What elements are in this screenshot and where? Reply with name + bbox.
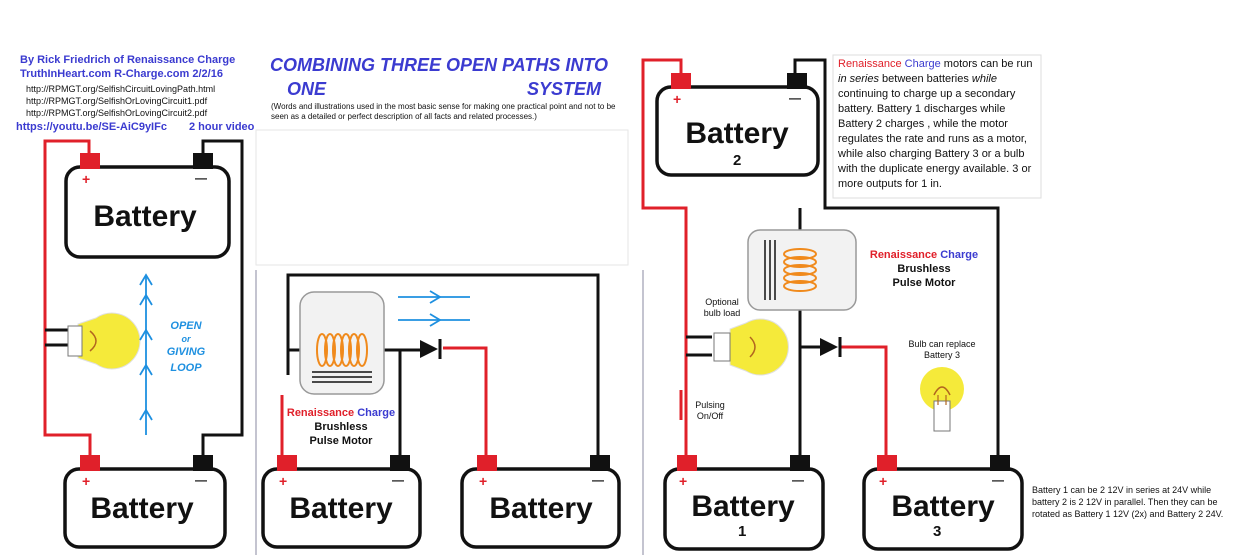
bulb-left xyxy=(67,312,141,370)
positive-terminal xyxy=(80,455,100,471)
battery-label: Battery xyxy=(685,117,789,150)
disclaimer: (Words and illustrations used in the mos… xyxy=(271,102,616,121)
bulb-replace-label: Bulb can replace Battery 3 xyxy=(908,339,976,360)
positive-terminal xyxy=(80,153,100,169)
negative-terminal xyxy=(990,455,1010,471)
credit-author: By Rick Friedrich of Renaissance Charge xyxy=(20,54,236,66)
footnote: Battery 1 can be 2 12V in series at 24V … xyxy=(1032,485,1224,519)
battery-2: + —Battery xyxy=(655,73,820,177)
battery-number-3: 3 xyxy=(933,523,942,540)
negative-terminal xyxy=(193,153,213,169)
minus-sign: — xyxy=(992,473,1004,487)
credit-sites: TruthInHeart.com R-Charge.com 2/2/16 xyxy=(20,68,223,80)
optional-bulb-label: Optional bulb load xyxy=(703,297,741,318)
minus-sign: — xyxy=(392,473,404,487)
negative-terminal xyxy=(193,455,213,471)
middle-wires xyxy=(280,273,600,462)
pulsing-label: Pulsing On/Off xyxy=(695,400,725,421)
battery-label: Battery xyxy=(489,492,593,525)
plus-sign: + xyxy=(82,171,90,187)
plus-sign: + xyxy=(879,473,887,489)
main-title-one: ONE xyxy=(287,79,327,99)
credit-link-1[interactable]: http://RPMGT.org/SelfishCircuitLovingPat… xyxy=(26,84,216,94)
description-box xyxy=(832,54,1042,199)
negative-terminal xyxy=(390,455,410,471)
description-text: Renaissance Charge motors can be run in … xyxy=(838,58,1033,190)
battery-number-1: 1 xyxy=(738,523,747,540)
positive-terminal xyxy=(477,455,497,471)
credit-youtube-link[interactable]: https://youtu.be/SE-AiC9yIFc xyxy=(16,121,167,133)
minus-sign: — xyxy=(789,91,801,105)
battery-label: Battery xyxy=(93,200,197,233)
negative-terminal xyxy=(790,455,810,471)
battery-bottom-left: + —Battery xyxy=(63,455,227,549)
main-title-line1: COMBINING THREE OPEN PATHS INTO xyxy=(270,55,609,75)
batteries: +—Battery+—Battery+—Battery+—Battery+—Ba… xyxy=(63,73,1024,551)
open-loop-arrows xyxy=(139,273,153,435)
battery-middle-left: + — Battery xyxy=(261,455,422,549)
positive-terminal xyxy=(277,455,297,471)
bulb-replace xyxy=(920,367,964,432)
minus-sign: — xyxy=(792,473,804,487)
battery-1: + — Battery xyxy=(663,455,825,551)
battery-3: + — Battery xyxy=(862,455,1024,551)
positive-terminal xyxy=(677,455,697,471)
positive-terminal xyxy=(877,455,897,471)
positive-terminal xyxy=(671,73,691,89)
battery-label: Battery xyxy=(691,490,795,523)
battery-middle-right: + — Battery xyxy=(460,455,621,549)
plus-sign: + xyxy=(679,473,687,489)
motor-right xyxy=(747,229,857,311)
credit-link-3[interactable]: http://RPMGT.org/SelfishOrLovingCircuit2… xyxy=(26,108,208,118)
bulb-optional xyxy=(713,318,789,376)
credit-link-2[interactable]: http://RPMGT.org/SelfishOrLovingCircuit1… xyxy=(26,96,208,106)
main-title-system: SYSTEM xyxy=(527,79,602,99)
battery-number-2: 2 xyxy=(733,152,742,169)
minus-sign: — xyxy=(195,171,207,185)
negative-terminal xyxy=(787,73,807,89)
left-wires xyxy=(43,139,244,462)
credit-youtube-note: 2 hour video xyxy=(189,121,255,133)
battery-label: Battery xyxy=(289,492,393,525)
plus-sign: + xyxy=(279,473,287,489)
motor-middle xyxy=(299,291,385,395)
battery-label: Battery xyxy=(891,490,995,523)
open-loop-label: OPEN or GIVING LOOP xyxy=(166,320,206,374)
right-wires xyxy=(641,58,1000,462)
plus-sign: + xyxy=(82,473,90,489)
flow-arrows-middle xyxy=(398,290,470,327)
minus-sign: — xyxy=(195,473,207,487)
motor-label-right: Renaissance Charge Brushless Pulse Motor xyxy=(869,249,979,289)
battery-top-left: + — Battery xyxy=(64,153,231,259)
diode-right xyxy=(820,337,842,357)
battery-label: Battery xyxy=(90,492,194,525)
diode-middle xyxy=(420,339,442,359)
minus-sign: — xyxy=(592,473,604,487)
blank-panel xyxy=(255,129,629,266)
plus-sign: + xyxy=(479,473,487,489)
negative-terminal xyxy=(590,455,610,471)
plus-sign: + xyxy=(673,91,681,107)
motor-label-middle: Renaissance Charge Brushless Pulse Motor xyxy=(286,407,396,447)
